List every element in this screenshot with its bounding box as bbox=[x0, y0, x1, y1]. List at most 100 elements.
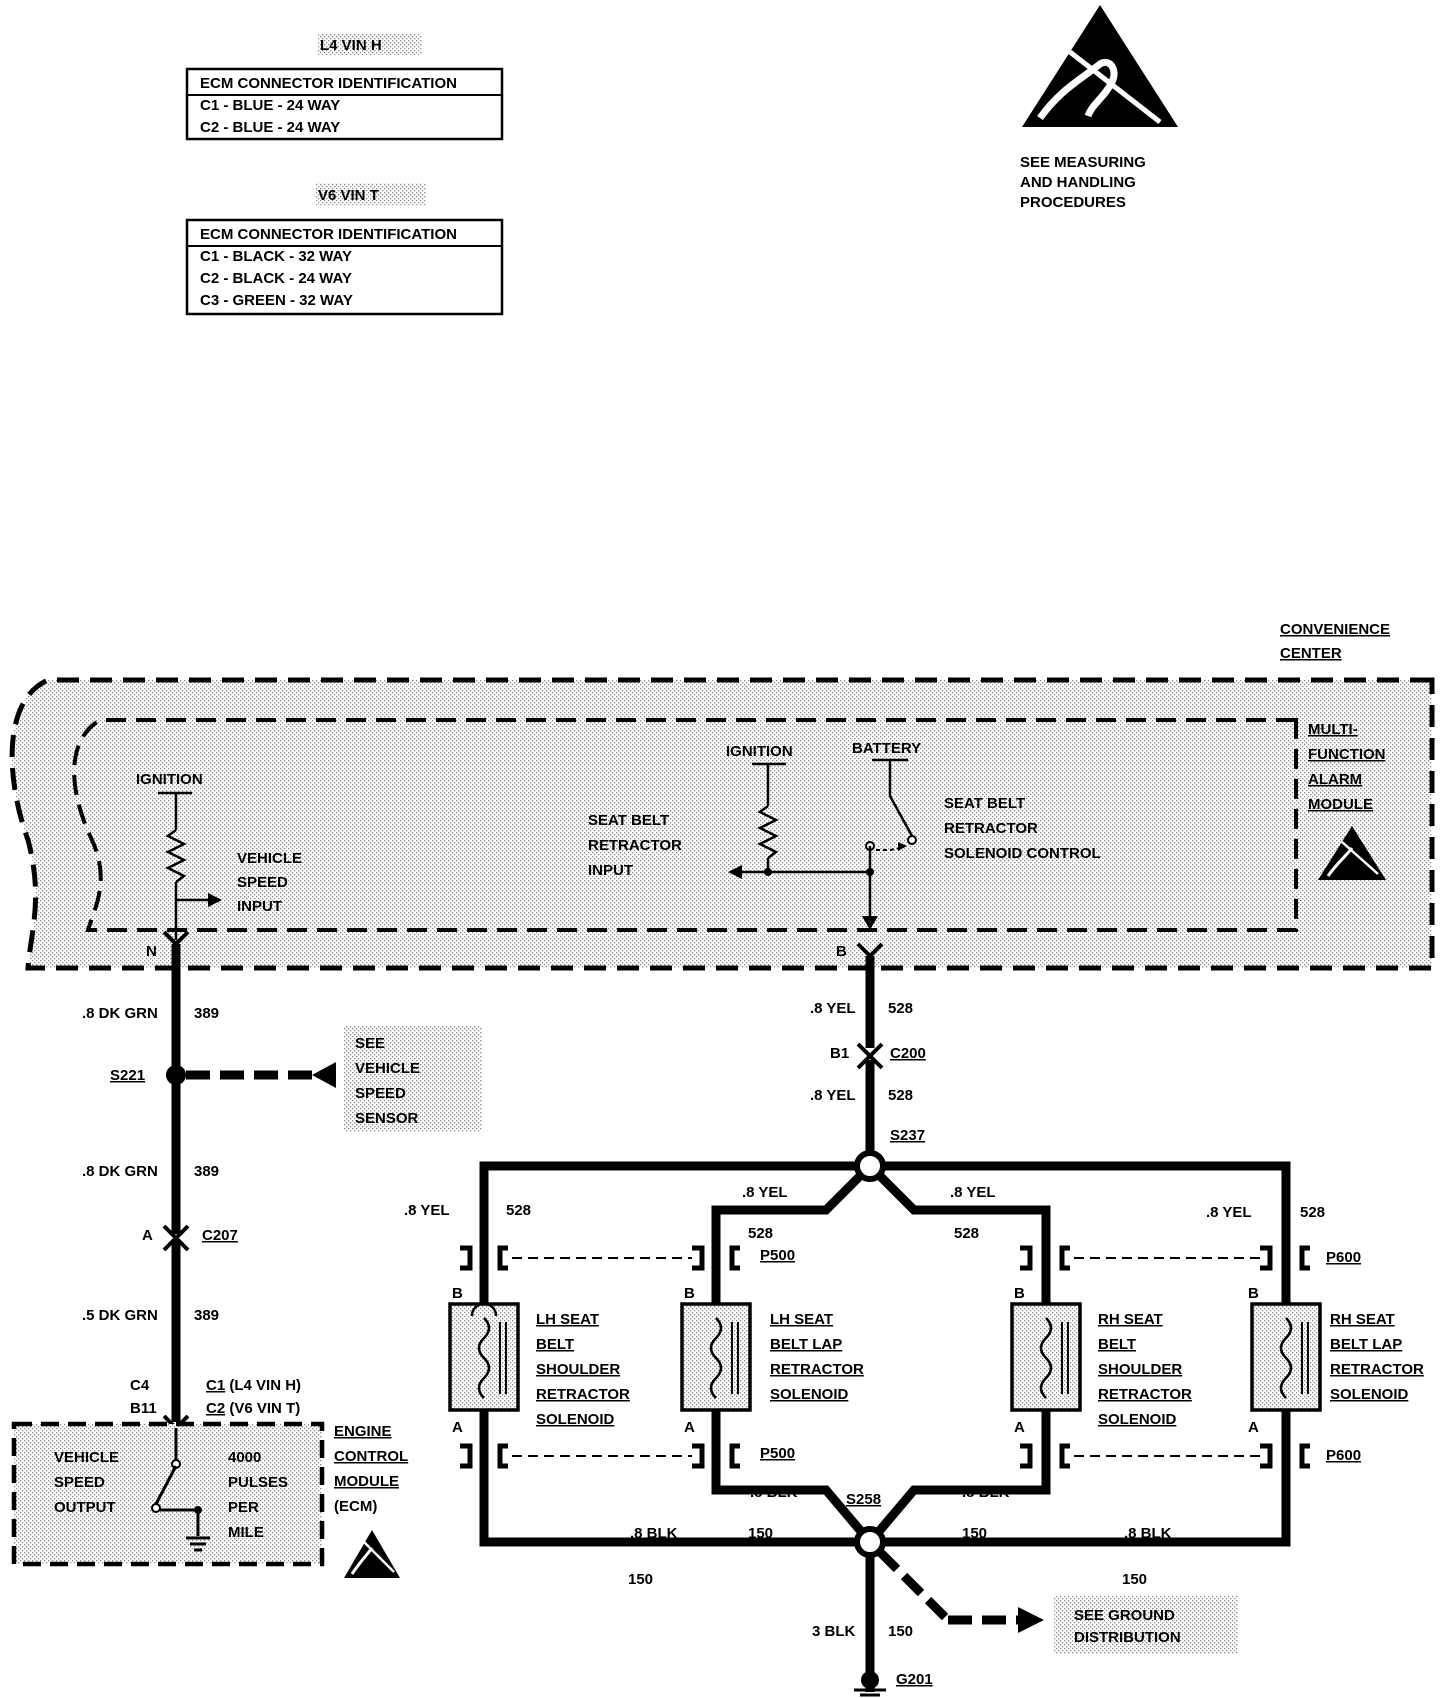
ecm-right-label: 4000 bbox=[228, 1449, 261, 1466]
wire-color-label: 3 BLK bbox=[812, 1623, 856, 1640]
wire-circuit-label: 528 bbox=[888, 1000, 913, 1017]
solenoid-label: BELT LAP bbox=[1330, 1336, 1402, 1353]
connector-label: P600 bbox=[1326, 1447, 1361, 1464]
solenoid-label: RETRACTOR bbox=[1098, 1386, 1192, 1403]
connector-label: P500 bbox=[760, 1445, 795, 1462]
splice-label: S221 bbox=[110, 1067, 145, 1084]
retractor-input-label: SEAT BELT bbox=[588, 812, 669, 829]
connector-label: P500 bbox=[760, 1247, 795, 1264]
pin-label: A bbox=[142, 1227, 153, 1244]
vehicle-speed-input-label: SPEED bbox=[237, 874, 288, 891]
mfam-label: FUNCTION bbox=[1308, 746, 1386, 763]
connector-row-top bbox=[460, 1245, 1310, 1271]
splice-label: S237 bbox=[890, 1127, 925, 1144]
esd-warning-icon bbox=[1022, 5, 1178, 127]
splice-s237 bbox=[854, 1150, 886, 1182]
ecm-right-label: MILE bbox=[228, 1524, 264, 1541]
pin-label: B bbox=[1248, 1285, 1259, 1302]
wire-circuit-label: 389 bbox=[194, 1307, 219, 1324]
wire-color-label: .8 YEL bbox=[742, 1184, 788, 1201]
solenoid-label: RH SEAT bbox=[1098, 1311, 1163, 1328]
wire-color-label: .8 DK GRN bbox=[82, 1005, 158, 1022]
pin-label: B1 bbox=[830, 1045, 849, 1062]
solenoid-control-label: SEAT BELT bbox=[944, 795, 1025, 812]
ecm-table-row: C1 - BLUE - 24 WAY bbox=[200, 97, 340, 114]
ecm-left-label: OUTPUT bbox=[54, 1499, 116, 1516]
wire-circuit-label: 150 bbox=[748, 1525, 773, 1542]
see-ground-label: DISTRIBUTION bbox=[1074, 1629, 1181, 1646]
ecm-connector-label: C1 (L4 VIN H) bbox=[206, 1377, 301, 1394]
ecm-left-label: VEHICLE bbox=[54, 1449, 119, 1466]
wire-color-label: .8 BLK bbox=[750, 1484, 798, 1501]
connector-label: C207 bbox=[202, 1227, 238, 1244]
connector-label: P600 bbox=[1326, 1249, 1361, 1266]
esd-warning-icon bbox=[344, 1530, 400, 1578]
wire-circuit-label: 150 bbox=[1122, 1571, 1147, 1588]
solenoid-control-label: RETRACTOR bbox=[944, 820, 1038, 837]
ignition-label: IGNITION bbox=[726, 743, 793, 760]
ignition-label: IGNITION bbox=[136, 771, 203, 788]
splice-label: S258 bbox=[846, 1491, 881, 1508]
relay-switch bbox=[888, 795, 914, 837]
ecm-left-label: SPEED bbox=[54, 1474, 105, 1491]
esd-warning-icon bbox=[1318, 826, 1386, 880]
ecm-table-row: C2 - BLUE - 24 WAY bbox=[200, 119, 340, 136]
arrow-left-icon bbox=[728, 865, 742, 879]
wire-color-label: .8 YEL bbox=[950, 1184, 996, 1201]
solenoid-label: BELT bbox=[1098, 1336, 1136, 1353]
ecm-right-label: PULSES bbox=[228, 1474, 288, 1491]
solenoid-lh-lap bbox=[680, 1302, 752, 1412]
vehicle-speed-input-label: VEHICLE bbox=[237, 850, 302, 867]
pin-label: B bbox=[452, 1285, 463, 1302]
ground-label: G201 bbox=[896, 1671, 933, 1688]
ground-icon bbox=[186, 1536, 210, 1552]
solenoid-label: SOLENOID bbox=[1098, 1411, 1177, 1428]
mfam-label: ALARM bbox=[1308, 771, 1362, 788]
ecm-name-label: ENGINE bbox=[334, 1423, 392, 1440]
ecm-right-label: PER bbox=[228, 1499, 259, 1516]
battery-label: BATTERY bbox=[852, 740, 921, 757]
wire-color-label: .8 YEL bbox=[810, 1000, 856, 1017]
solenoid-label: BELT LAP bbox=[770, 1336, 842, 1353]
solenoid-label: RETRACTOR bbox=[770, 1361, 864, 1378]
wire-circuit-label: 389 bbox=[194, 1163, 219, 1180]
vehicle-speed-input-label: INPUT bbox=[237, 898, 282, 915]
pullup-resistor bbox=[757, 805, 779, 859]
ecm-name-label: (ECM) bbox=[334, 1498, 377, 1515]
see-vss-label: SPEED bbox=[355, 1085, 406, 1102]
wire-circuit-label: 528 bbox=[748, 1225, 773, 1242]
ecm-table-l4: L4 VIN H ECM CONNECTOR IDENTIFICATION C1… bbox=[185, 33, 504, 141]
solenoid-rh-shoulder bbox=[1010, 1302, 1082, 1412]
arrow-left-icon bbox=[312, 1062, 336, 1088]
convenience-center-label: CONVENIENCE bbox=[1280, 621, 1390, 638]
solenoid-label: BELT bbox=[536, 1336, 574, 1353]
ecm-table-v6: V6 VIN T ECM CONNECTOR IDENTIFICATION C1… bbox=[185, 183, 504, 316]
see-vss-label: SENSOR bbox=[355, 1110, 419, 1127]
solenoid-label: SOLENOID bbox=[536, 1411, 615, 1428]
solenoid-label: LH SEAT bbox=[770, 1311, 833, 1328]
solenoid-rh-lap bbox=[1250, 1302, 1322, 1412]
wire-circuit-label: 528 bbox=[1300, 1204, 1325, 1221]
see-vss-label: SEE bbox=[355, 1035, 385, 1052]
wire-circuit-label: 150 bbox=[962, 1525, 987, 1542]
see-ground-label: SEE GROUND bbox=[1074, 1607, 1175, 1624]
connector-c200 bbox=[856, 1042, 884, 1070]
wire-color-label: .5 DK GRN bbox=[82, 1307, 158, 1324]
splice-s221 bbox=[166, 1065, 186, 1085]
pin-label: A bbox=[684, 1419, 695, 1436]
ecm-table-row: C3 - GREEN - 32 WAY bbox=[200, 292, 353, 309]
wire-circuit-label: 528 bbox=[506, 1202, 531, 1219]
wire-color-label: .8 YEL bbox=[1206, 1204, 1252, 1221]
wire-color-label: .8 BLK bbox=[962, 1484, 1010, 1501]
pin-label: A bbox=[1248, 1419, 1259, 1436]
esd-note-line: AND HANDLING bbox=[1020, 174, 1136, 191]
wire-circuit-label: 528 bbox=[888, 1087, 913, 1104]
wire-color-label: .8 BLK bbox=[1124, 1525, 1172, 1542]
connector-row-bottom bbox=[460, 1443, 1310, 1469]
wire-color-label: .8 YEL bbox=[404, 1202, 450, 1219]
arrow-right-icon bbox=[208, 893, 222, 907]
pin-label: B bbox=[684, 1285, 695, 1302]
esd-note-line: PROCEDURES bbox=[1020, 194, 1126, 211]
connector-label: C200 bbox=[890, 1045, 926, 1062]
solenoid-label: RETRACTOR bbox=[1330, 1361, 1424, 1378]
